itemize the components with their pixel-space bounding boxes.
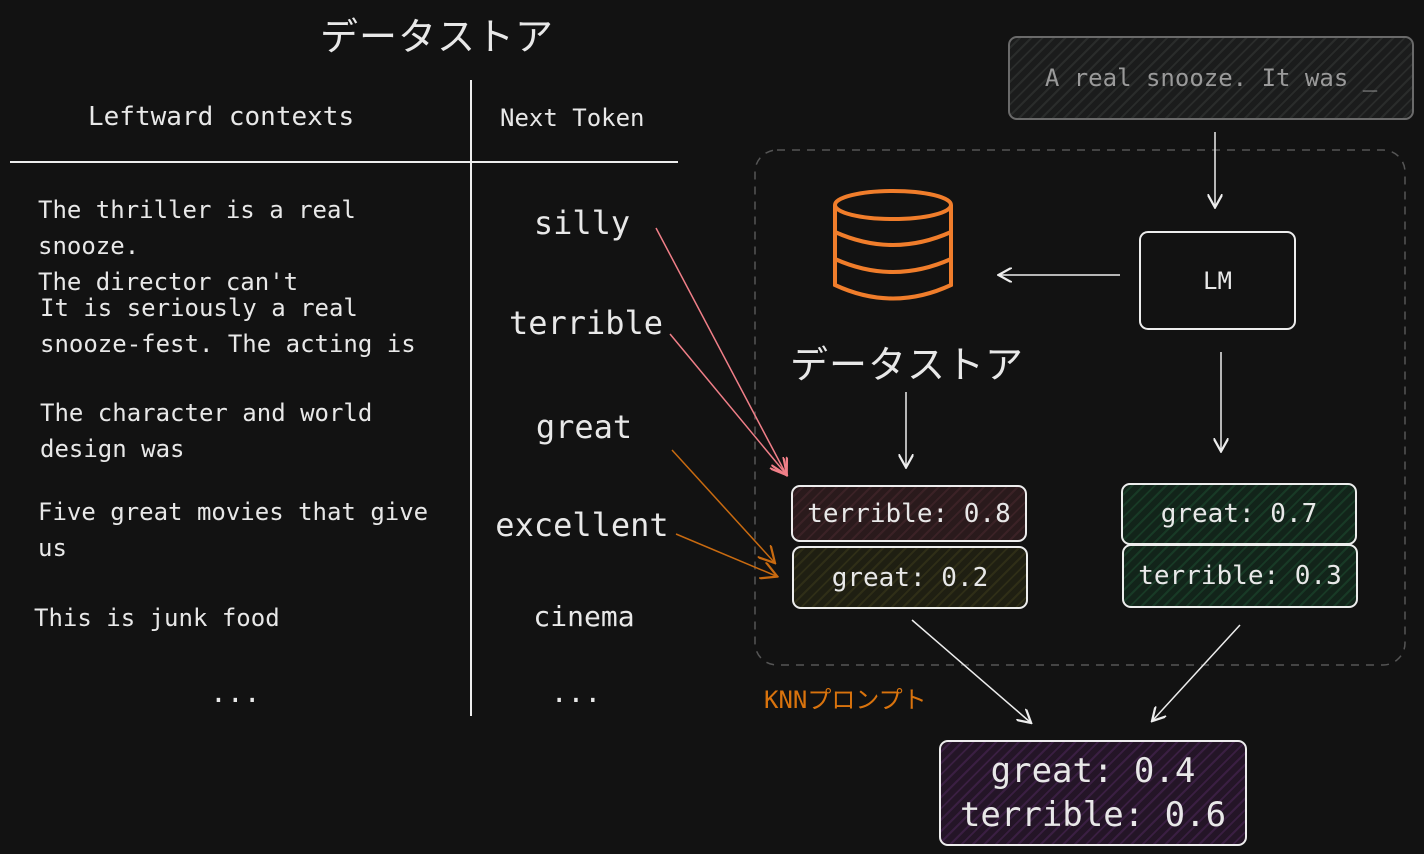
context-row-4: Five great movies that give us — [38, 494, 458, 566]
arrow-great-to-great — [671, 449, 774, 562]
output-terrible: terrible: 0.6 — [959, 795, 1227, 835]
arrow-silly-to-terrible — [655, 227, 786, 474]
context-row-1: The thriller is a real snooze. The direc… — [38, 192, 458, 300]
context-line: us — [38, 534, 67, 562]
prompt-box: A real snooze. It was _ — [1008, 36, 1414, 120]
context-row-3: The character and world design was — [40, 395, 460, 467]
lm-box: LM — [1139, 231, 1296, 330]
token-terrible: terrible — [508, 304, 664, 342]
knn-lm-frame — [754, 149, 1406, 666]
token-cinema: cinema — [533, 600, 635, 633]
context-row-2: It is seriously a real snooze-fest. The … — [40, 290, 460, 362]
context-line: The director can't — [38, 268, 299, 296]
lm-dist-terrible: terrible: 0.3 — [1122, 544, 1358, 608]
context-row-5: This is junk food — [34, 600, 454, 636]
context-line: snooze-fest. The acting is — [40, 330, 416, 358]
column-header-next-token: Next Token — [500, 104, 645, 132]
knn-dist-great: great: 0.2 — [792, 546, 1028, 609]
knn-dist-terrible: terrible: 0.8 — [791, 485, 1027, 542]
context-line: The thriller is a real snooze. — [38, 196, 356, 260]
context-ellipsis: ... — [210, 676, 261, 709]
token-great: great — [535, 408, 633, 446]
lm-dist-great: great: 0.7 — [1121, 483, 1357, 545]
context-line: The character and world — [40, 399, 373, 427]
arrow-excellent-to-great — [675, 533, 776, 576]
datastore-title: データストア — [320, 15, 555, 59]
token-silly: silly — [533, 204, 631, 242]
context-line: It is seriously a real — [40, 294, 358, 322]
knn-prompt-label: KNNプロンプト — [764, 686, 927, 714]
context-line: This is junk food — [34, 604, 280, 632]
arrow-lm-dist-to-output — [1153, 624, 1241, 720]
token-excellent: excellent — [495, 506, 669, 544]
token-ellipsis: ... — [550, 676, 602, 709]
output-distribution-box: great: 0.4 terrible: 0.6 — [939, 740, 1247, 846]
datastore-label: データストア — [790, 343, 1025, 387]
context-line: Five great movies that give — [38, 498, 429, 526]
database-icon — [833, 189, 953, 301]
context-line: design was — [40, 435, 185, 463]
column-header-leftward-contexts: Leftward contexts — [88, 102, 355, 132]
arrow-terrible-to-terrible — [669, 333, 786, 474]
output-great: great: 0.4 — [990, 751, 1196, 791]
arrow-knn-to-output — [911, 619, 1030, 722]
